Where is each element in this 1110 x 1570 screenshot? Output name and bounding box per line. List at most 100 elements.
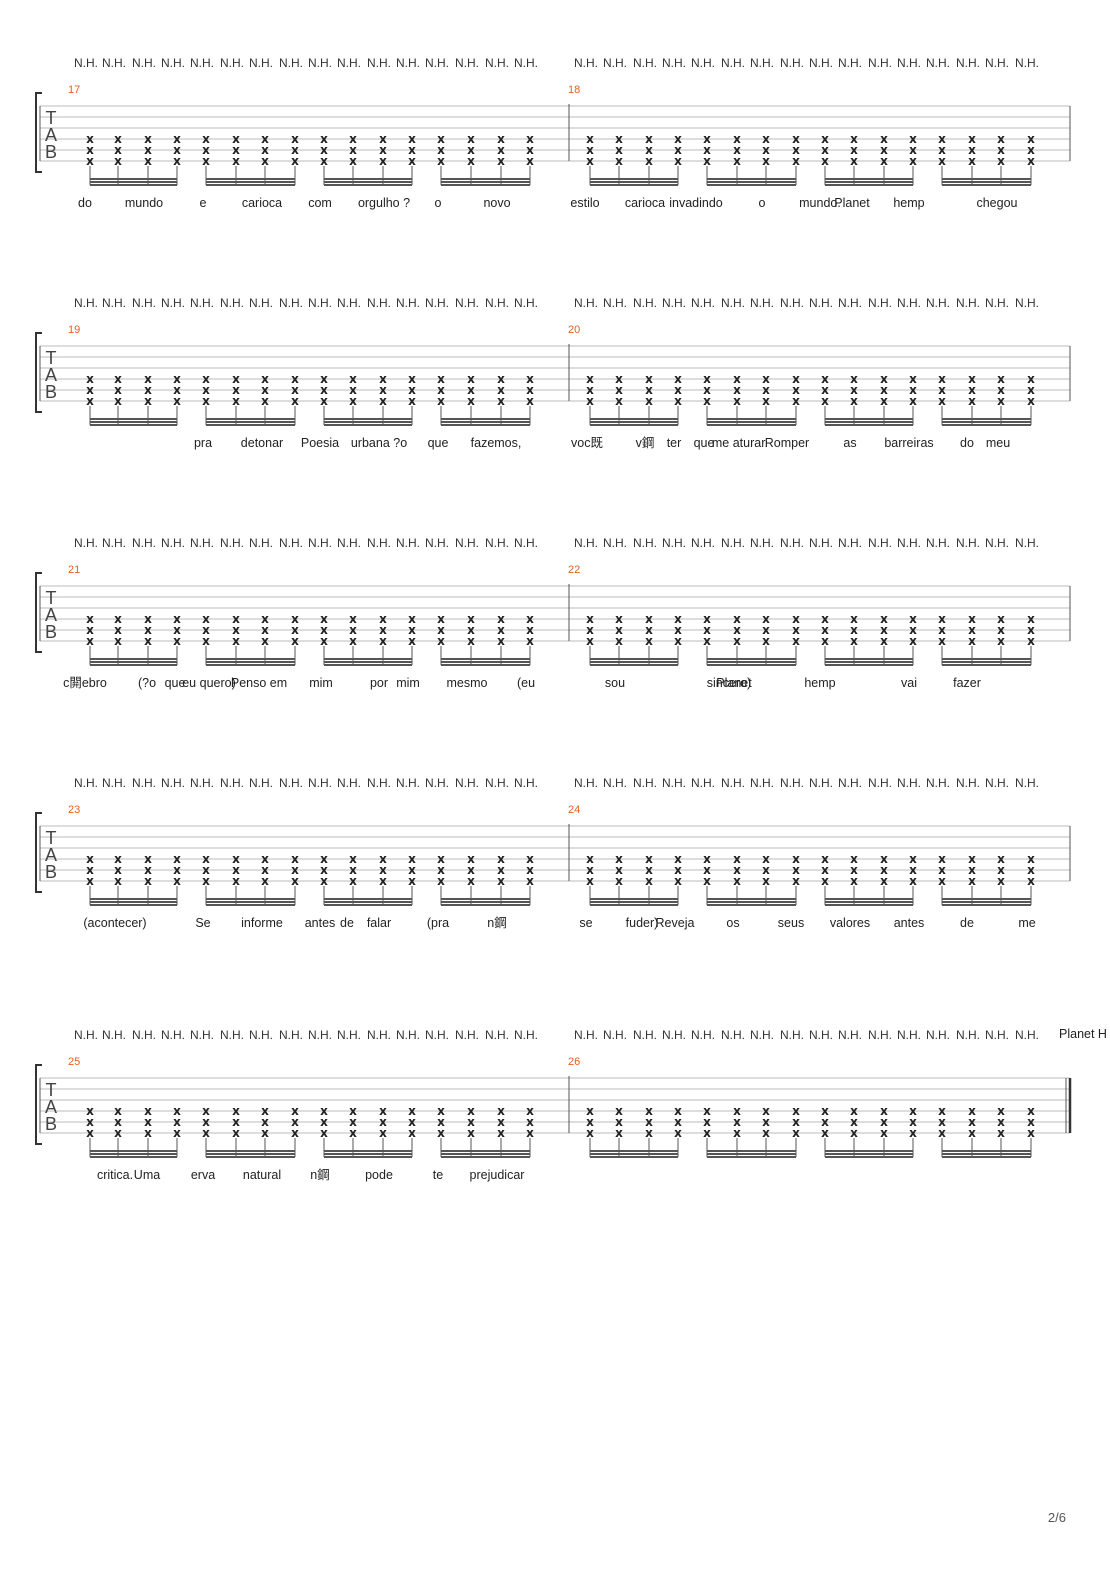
natural-harmonic-label: N.H. [337,56,361,70]
dead-note-x: x [202,1115,210,1129]
dead-note-x: x [674,1104,682,1118]
dead-note-x: x [497,394,505,408]
natural-harmonic-label: N.H. [956,296,980,310]
tab-clef-letter: B [45,382,57,402]
natural-harmonic-label: N.H. [396,1028,420,1042]
dead-note-x: x [674,612,682,626]
dead-note-x: x [437,1126,445,1140]
dead-note-x: x [526,1126,534,1140]
dead-note-x: x [615,612,623,626]
dead-note-x: x [968,394,976,408]
dead-note-x: x [173,1115,181,1129]
lyric-syllable: chegou [976,196,1017,210]
measure-number: 18 [568,84,580,96]
dead-note-x: x [408,154,416,168]
dead-note-x: x [821,612,829,626]
dead-note-x: x [674,132,682,146]
tab-staff [39,584,1071,642]
tab-clef-letter: B [45,622,57,642]
dead-note-x: x [86,383,94,397]
dead-note-x: x [320,132,328,146]
dead-note-x: x [968,852,976,866]
dead-note-x: x [733,154,741,168]
lyric-syllable: invadindo [669,196,723,210]
dead-note-x: x [615,1115,623,1129]
natural-harmonic-label: N.H. [1015,296,1039,310]
dead-note-x: x [645,1126,653,1140]
dead-note-x: x [202,154,210,168]
lyric-syllable: me [1018,916,1035,930]
natural-harmonic-label: N.H. [574,1028,598,1042]
dead-note-x: x [86,143,94,157]
dead-note-x: x [615,383,623,397]
dead-note-x: x [1027,612,1035,626]
lyric-syllable: sou [605,676,625,690]
natural-harmonic-label: N.H. [868,536,892,550]
natural-harmonic-label: N.H. [838,296,862,310]
dead-note-x: x [291,1104,299,1118]
dead-note-x: x [968,154,976,168]
dead-note-x: x [349,863,357,877]
dead-note-x: x [408,852,416,866]
dead-note-x: x [938,1126,946,1140]
tab-clef-letter: A [45,845,57,865]
dead-note-x: x [467,154,475,168]
dead-note-x: x [86,372,94,386]
dead-note-x: x [408,863,416,877]
dead-note-x: x [349,394,357,408]
dead-note-x: x [86,612,94,626]
dead-note-x: x [291,623,299,637]
natural-harmonic-label: N.H. [897,56,921,70]
lyric-syllable: que [694,436,715,450]
lyric-syllable: (acontecer) [83,916,146,930]
dead-note-x: x [850,1115,858,1129]
dead-note-x: x [880,1126,888,1140]
dead-note-x: x [144,863,152,877]
lyric-syllable: (eu [517,676,535,690]
natural-harmonic-label: N.H. [74,296,98,310]
natural-harmonic-label: N.H. [220,1028,244,1042]
dead-note-x: x [821,1115,829,1129]
dead-note-x: x [997,383,1005,397]
dead-note-x: x [379,1126,387,1140]
natural-harmonic-label: N.H. [809,536,833,550]
natural-harmonic-label: N.H. [367,296,391,310]
natural-harmonic-label: N.H. [220,56,244,70]
dead-note-x: x [968,383,976,397]
dead-note-x: x [762,863,770,877]
lyric-syllable: fuder) [626,916,659,930]
dead-note-x: x [408,634,416,648]
dead-note-x: x [703,863,711,877]
dead-note-x: x [437,852,445,866]
dead-note-x: x [733,612,741,626]
dead-note-x: x [291,383,299,397]
dead-note-x: x [909,132,917,146]
dead-note-x: x [497,132,505,146]
dead-note-x: x [909,154,917,168]
lyric-syllable: Penso em [231,676,287,690]
natural-harmonic-label: N.H. [750,1028,774,1042]
natural-harmonic-label: N.H. [633,536,657,550]
dead-note-x: x [792,852,800,866]
dead-note-x: x [526,863,534,877]
natural-harmonic-label: N.H. [308,536,332,550]
natural-harmonic-label: N.H. [161,296,185,310]
dead-note-x: x [349,1126,357,1140]
dead-note-x: x [762,383,770,397]
dead-note-x: x [437,1115,445,1129]
dead-note-x: x [938,1104,946,1118]
natural-harmonic-label: N.H. [279,296,303,310]
dead-note-x: x [792,383,800,397]
dead-note-x: x [202,143,210,157]
lyric-syllable: hemp [804,676,835,690]
lyric-syllable: Planet [716,676,752,690]
dead-note-x: x [586,634,594,648]
dead-note-x: x [938,132,946,146]
dead-note-x: x [379,154,387,168]
natural-harmonic-label: N.H. [691,56,715,70]
natural-harmonic-label: N.H. [367,1028,391,1042]
tab-clef-letter: T [46,108,57,128]
natural-harmonic-label: N.H. [514,296,538,310]
dead-note-x: x [821,634,829,648]
dead-note-x: x [997,372,1005,386]
